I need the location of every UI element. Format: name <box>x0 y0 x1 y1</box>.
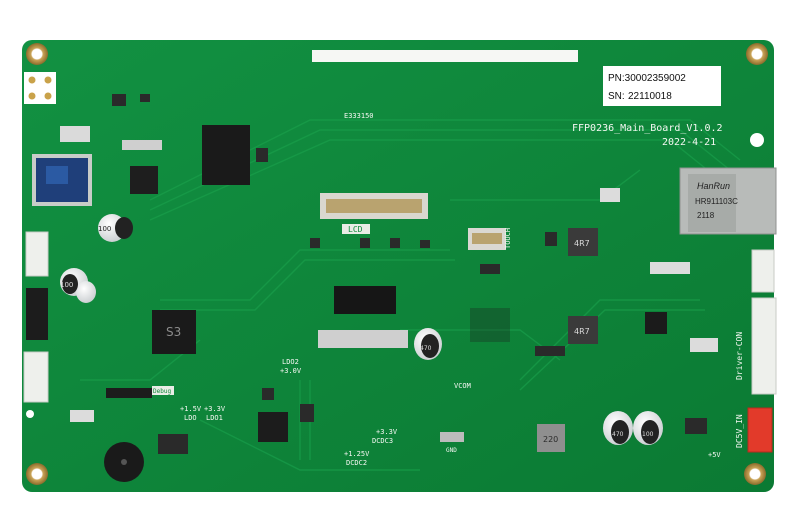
touch-label: TOUCH <box>504 228 512 249</box>
svg-text:100: 100 <box>642 431 654 438</box>
dcdc3-label: DCDC3 <box>372 437 393 445</box>
lcd-label-box <box>342 224 370 234</box>
header-connector <box>26 288 48 340</box>
lcd-connector <box>320 193 428 219</box>
svg-text:2118: 2118 <box>697 211 715 220</box>
svg-text:100: 100 <box>60 281 73 289</box>
header-connector <box>23 351 49 403</box>
v15-label: +1.5V <box>180 405 202 413</box>
v30-label: +3.0V <box>280 367 302 375</box>
lcd-label: LCD <box>348 225 363 234</box>
mounting-hole-tl <box>26 43 48 65</box>
mounting-hole-br <box>744 463 766 485</box>
ldo2-label: LDO2 <box>282 358 299 366</box>
svg-text:100: 100 <box>98 225 111 233</box>
inductor-220: 220 <box>537 424 565 452</box>
gnd-label: GND <box>446 447 457 454</box>
v5-label: +5V <box>708 451 721 459</box>
inductor-4r7-top: 4R7 <box>568 228 598 256</box>
voltage-regulator <box>158 434 188 454</box>
small-hole <box>750 133 764 147</box>
driver-con-label: Driver-CON <box>735 332 744 380</box>
voltage-regulator <box>685 418 707 434</box>
smd-components <box>60 94 718 442</box>
chip <box>645 312 667 334</box>
svg-text:470: 470 <box>420 345 432 352</box>
svg-text:220: 220 <box>543 435 558 444</box>
sn-value: 22110018 <box>628 91 672 102</box>
pmic-chip <box>258 412 288 442</box>
dc5v-in-label: DC5V_IN <box>735 414 744 448</box>
svg-text:HanRun: HanRun <box>697 181 730 191</box>
capacitor: 100 <box>633 411 663 445</box>
svg-text:4R7: 4R7 <box>574 239 590 248</box>
svg-text:470: 470 <box>612 431 624 438</box>
capacitor: 470 <box>603 411 633 445</box>
memory-chip <box>202 125 250 185</box>
capacitor: 470 <box>414 328 442 360</box>
board-name: FFP0236_Main_Board_V1.0.2 <box>572 123 723 134</box>
debug-header: Debug <box>106 386 174 398</box>
dc5v-in-header <box>747 407 773 453</box>
ldo1-label: LDO1 <box>206 414 223 422</box>
vcom-label: VCOM <box>454 382 471 390</box>
mounting-hole-bl <box>26 463 48 485</box>
ldo-label: LDO <box>184 414 197 422</box>
wifi-module <box>32 154 92 206</box>
chip <box>130 166 158 194</box>
inductor-4r7-mid: 4R7 <box>568 316 598 344</box>
sn-prefix: SN: <box>608 91 625 102</box>
board-date: 2022-4-21 <box>662 137 716 148</box>
pad-block <box>24 72 56 104</box>
silk-strip <box>312 50 578 62</box>
touch-connector <box>468 228 506 250</box>
small-hole <box>26 410 34 418</box>
header-connector <box>751 249 775 293</box>
driver-chip <box>334 286 396 314</box>
svg-text:S3: S3 <box>166 325 181 339</box>
svg-text:HR911103C: HR911103C <box>695 197 738 206</box>
driver-con-header <box>751 297 777 395</box>
e-code: E333150 <box>344 112 374 120</box>
header-connector <box>25 231 49 277</box>
v33-2-label: +3.3V <box>204 405 226 413</box>
ethernet-jack: HanRun HR911103C 2118 <box>679 167 777 235</box>
capacitor: 100 <box>98 214 133 242</box>
mounting-hole-tr <box>746 43 768 65</box>
dcdc2-label: DCDC2 <box>346 459 367 467</box>
v125-label: +1.25V <box>344 450 370 458</box>
capacitor: 100 <box>60 268 96 303</box>
pn-sn-label <box>603 66 721 106</box>
pn-text: PN:30002359002 <box>608 73 686 84</box>
cpu-chip: S3 <box>152 310 196 354</box>
v33-label: +3.3V <box>376 428 398 436</box>
svg-text:4R7: 4R7 <box>574 327 590 336</box>
svg-text:Debug: Debug <box>153 388 171 395</box>
